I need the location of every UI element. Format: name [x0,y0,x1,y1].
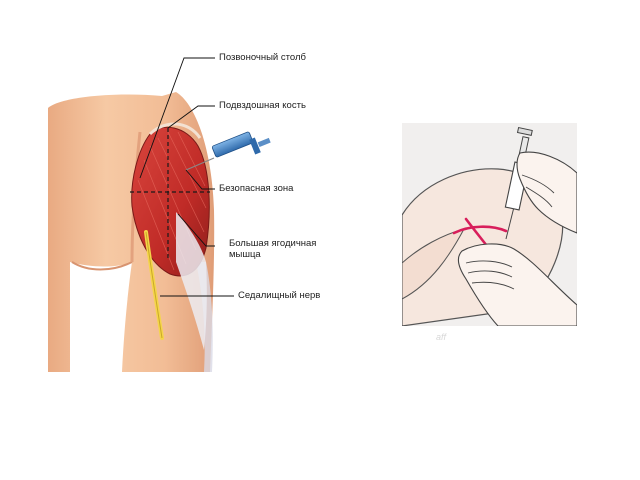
gluteus-label-line2: мышца [229,249,261,260]
spine-leader [139,57,215,179]
safe-zone-label: Безопасная зона [219,183,294,194]
left-hand-drawing [457,243,577,326]
iliac-bone-label: Подвздошная кость [219,100,306,111]
gluteus-label-line1: Большая ягодичная [229,238,317,249]
injection-drawing [402,126,577,326]
sciatic-nerve-label: Седалищный нерв [238,290,321,301]
iliac-leader [167,105,215,129]
buttock-crease [71,261,133,271]
fascia [176,212,207,350]
gluteus-leader [177,213,215,247]
right-hand-drawing [516,151,577,234]
spine-label: Позвоночный столб [219,52,306,63]
iliac-crest [148,122,202,139]
gluteus-maximus-label: Большая ягодичная мышца [229,238,316,260]
injection-illustration [402,123,577,326]
safe-zone-leader [185,169,215,190]
syringe-icon [185,131,271,171]
watermark-text: aff [436,332,447,342]
